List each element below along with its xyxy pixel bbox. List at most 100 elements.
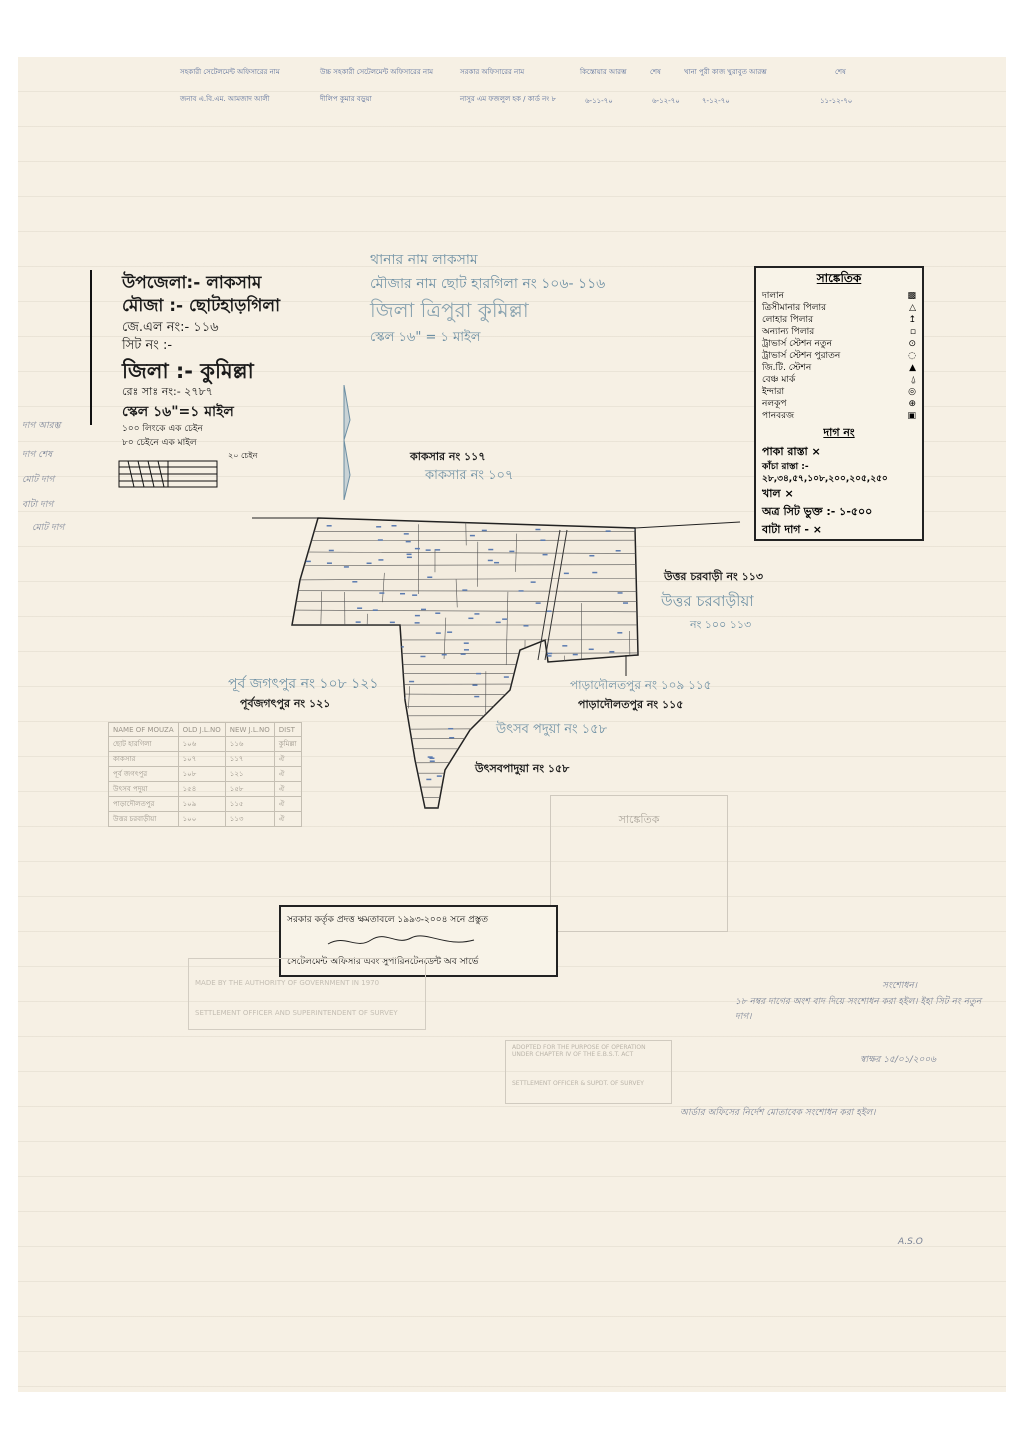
parcel-number-mark [519,662,525,665]
legend-label: অন্যান্য পিলার [762,327,815,337]
parcel-number-mark [427,576,433,578]
header-cell: NAME OF MOUZA [108,722,179,737]
table-cell: ঐ [273,811,302,827]
parcel-number-mark [505,746,511,748]
road-line [544,529,568,661]
parcel-number-mark [547,652,553,655]
legend-label: দালান [762,291,785,301]
stamp-line: MADE BY THE AUTHORITY OF GOVERNMENT IN 1… [195,979,380,987]
table-cell: ১৫৪ [177,781,226,797]
boundary-label: উত্তর চরবাড়ী নং ১১৩ [664,570,764,583]
legend-box: সাঙ্কেতিক দালান▩ত্রিসীমানার পিলার△লোহার … [754,266,924,541]
parcel-number-mark [487,559,493,562]
parcel-number-mark [476,672,482,675]
boundary-label: নং ১০০ ১১৩ [690,618,752,631]
parcel-number-mark [474,613,480,615]
parcel-line [455,579,458,608]
parcel-number-mark [312,654,318,657]
parcel-number-mark [474,695,480,698]
header-value: নাসুর এম ফজলুল হক / কার্ড নং ৮ [460,95,557,103]
boundary-label: উৎসবপাদুয়া নং ১৫৮ [475,762,570,775]
parcel-number-mark [592,571,598,574]
scale-bar [118,460,218,488]
legend-label: ইন্দারা [762,387,785,397]
north-arrow [343,385,351,500]
header-value: ৬-১১-৭০ [585,97,613,105]
parcel-number-mark [348,660,354,662]
parcel-number-mark [350,660,356,663]
parcel-number-mark [447,631,453,633]
header-col: সরকার অফিসারের নাম [460,68,525,76]
margin-label: দাগ শেষ [22,450,53,460]
boundary-label: উৎসব পদুয়া নং ১৫৮ [496,722,608,737]
dag-item: পাকা রাস্তা × [762,445,821,458]
mouza: মৌজা :- ছোটহাড়গিলা [122,296,281,316]
parcel-number-mark [406,553,412,556]
parcel-line [443,617,447,660]
parcel-number-mark [589,554,595,557]
header-col: কিস্তোয়ার আরম্ভ [580,68,627,76]
parcel-number-mark [326,562,332,564]
table-cell: ১৫৮ [224,781,275,797]
stamp-line: SETTLEMENT OFFICER & SUPDT. OF SURVEY [512,1080,644,1087]
parcel-number-mark [324,773,330,776]
legend-item: দালান ▩ [756,290,922,302]
parcel-number-mark [481,529,487,532]
margin-label: মোট দাগ [22,475,55,485]
header-col: সহকারী সেটেলমেন্ট অফিসারের নাম [180,68,280,76]
parcel-number-mark [297,530,303,532]
parcel-number-mark [550,684,556,687]
parcel-number-mark [366,562,372,565]
legend-symbol-icon: ▫ [909,327,916,337]
table-cell: ঐ [273,781,302,797]
parcel-number-mark [460,653,466,655]
old-authority-stamp: MADE BY THE AUTHORITY OF GOVERNMENT IN 1… [188,958,426,1030]
legend-label: জি.টি. স্টেশন [762,363,812,373]
boundary-label: পাড়াদৌলতপুর নং ১১৫ [578,698,684,711]
margin-label: দাগ আরম্ভ [22,421,61,431]
parcel-number-mark [382,664,388,666]
table-cell: ঐ [273,796,302,812]
stamp-line: SETTLEMENT OFFICER AND SUPERINTENDENT OF… [195,1009,398,1017]
parcel-number-mark [617,632,623,634]
parcel-number-mark [535,528,541,531]
parcel-number-mark [546,655,552,657]
parcel-number-mark [540,539,546,541]
header-col: শেষ [835,68,846,76]
parcel-number-mark [381,697,387,699]
upazila: উপজেলা:- লাকসাম [122,273,262,293]
legend-symbol-icon: ▩ [907,291,916,301]
boundary-label: উত্তর চরবাড়ীয়া [661,592,754,610]
parcel-number-mark [523,625,529,627]
jl-no: জে.এল নং:- ১১৬ [122,320,219,335]
parcel-number-mark [623,602,629,604]
parcel-number-mark [608,736,614,738]
parcel-number-mark [379,592,385,594]
parcel-number-mark [371,743,377,745]
parcel-line [292,748,638,750]
parcel-number-mark [536,794,542,796]
parcel-number-mark [429,757,435,759]
parcel-number-mark [469,534,475,537]
signature [327,935,475,945]
legend-label: লোহার পিলার [762,315,814,325]
parcel-number-mark [355,621,361,623]
chain-note: ১০০ লিংকে এক চেইন [122,424,203,434]
parcel-line [292,564,638,566]
table-cell: কাকসার [108,751,179,767]
scale-bar-label: ২০ চেইন [228,451,258,460]
old-mouza: মৌজার নাম ছোট হারগিলা নং ১০৬- ১১৬ [370,276,606,292]
parcel-number-mark [380,637,386,640]
parcel-number-mark [540,702,546,704]
legend-item: ট্রাভার্স স্টেশন পুরাতন◌ [756,350,922,362]
parcel-number-mark [427,756,433,758]
parcel-number-mark [426,778,432,781]
table-cell: ১১৩ [224,811,275,827]
parcel-number-mark [326,525,332,527]
parcel-number-mark [449,736,455,739]
parcel-number-mark [503,676,509,678]
boundary-label: কাকসার নং ১১৭ [410,450,486,463]
